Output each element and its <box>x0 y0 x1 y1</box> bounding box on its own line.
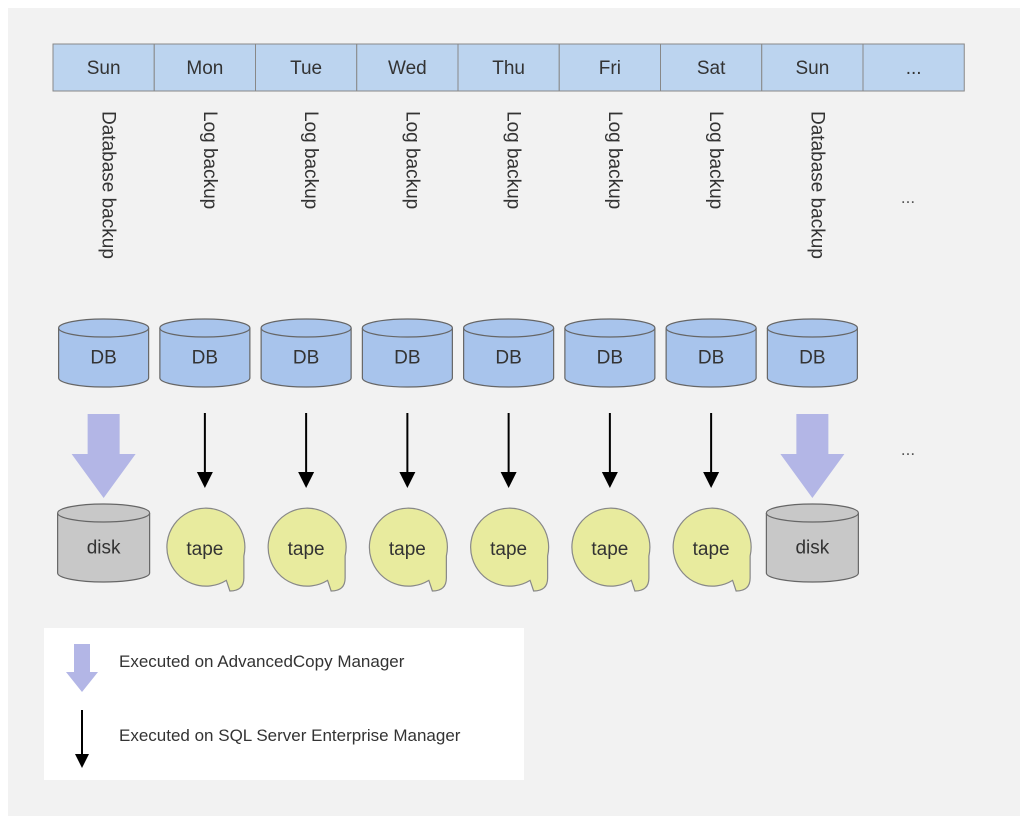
sql-server-arrow-head <box>399 472 416 488</box>
db-cylinder-label: DB <box>495 348 521 369</box>
backup-type-label: Database backup <box>806 111 827 259</box>
db-cylinder-body <box>564 328 656 388</box>
day-header-label: Wed <box>388 58 427 79</box>
sql-server-arrow-head <box>196 472 213 488</box>
tape-shape <box>368 507 448 592</box>
day-header-cell <box>660 43 763 92</box>
db-cylinder-top <box>564 318 656 338</box>
tape-shape <box>571 507 651 592</box>
disk-cylinder-body <box>57 513 151 583</box>
tape-label: tape <box>389 539 426 560</box>
sql-server-arrow-head <box>298 472 315 488</box>
tape-shape <box>166 507 246 592</box>
legend-sql-label: Executed on SQL Server Enterprise Manage… <box>119 726 461 745</box>
db-cylinder-label: DB <box>293 348 319 369</box>
db-cylinder-body <box>766 328 858 388</box>
legend: Executed on AdvancedCopy Manager Execute… <box>44 628 524 780</box>
backup-type-label: Log backup <box>503 111 524 209</box>
advancedcopy-arrow <box>71 414 136 498</box>
db-cylinder-body <box>260 328 352 388</box>
day-header-cell <box>52 43 155 92</box>
db-cylinder-top <box>766 318 858 338</box>
tape-label: tape <box>288 539 325 560</box>
db-cylinder-top <box>665 318 757 338</box>
db-cylinder-label: DB <box>394 348 420 369</box>
day-header-label: Mon <box>186 58 223 79</box>
day-header-label: Sun <box>795 58 829 79</box>
continuation-marker: ... <box>901 440 915 459</box>
db-cylinder-label: DB <box>192 348 218 369</box>
advancedcopy-arrow <box>780 414 845 498</box>
backup-type-label: Log backup <box>401 111 422 209</box>
db-cylinder-body <box>463 328 555 388</box>
sql-server-arrow-head <box>500 472 517 488</box>
db-cylinder-label: DB <box>698 348 724 369</box>
backup-type-label: Database backup <box>98 111 119 259</box>
tape-label: tape <box>693 539 730 560</box>
sql-server-arrow-head <box>703 472 720 488</box>
disk-cylinder-top <box>765 503 859 523</box>
backup-type-label: Log backup <box>199 111 220 209</box>
continuation-marker: ... <box>901 188 915 207</box>
tape-label: tape <box>591 539 628 560</box>
day-header-cell <box>153 43 256 92</box>
sql-server-arrow-head <box>601 472 618 488</box>
backup-schedule-diagram: Sun Mon Tue Wed Thu Fri Sat Sun... Database back… <box>8 8 1020 816</box>
db-cylinder-body <box>361 328 453 388</box>
day-header-label: Tue <box>290 58 322 79</box>
db-cylinder-top <box>58 318 150 338</box>
tape-label: tape <box>490 539 527 560</box>
db-cylinder-label: DB <box>597 348 623 369</box>
day-header-cell <box>457 43 560 92</box>
db-cylinder-top <box>260 318 352 338</box>
day-header-label: ... <box>906 58 922 79</box>
db-cylinder-label: DB <box>799 348 825 369</box>
day-header-cell <box>356 43 459 92</box>
disk-cylinder-body <box>765 513 859 583</box>
db-cylinder-top <box>361 318 453 338</box>
disk-cylinder-label: disk <box>87 538 121 559</box>
db-cylinder-top <box>463 318 555 338</box>
tape-shape <box>267 507 347 592</box>
backup-type-label: Log backup <box>604 111 625 209</box>
day-header-cell <box>761 43 864 92</box>
disk-cylinder-top <box>57 503 151 523</box>
day-header-label: Sat <box>697 58 726 79</box>
db-cylinder-body <box>665 328 757 388</box>
db-cylinder-body <box>58 328 150 388</box>
day-header-cell <box>862 43 965 92</box>
legend-acm-label: Executed on AdvancedCopy Manager <box>119 652 405 671</box>
day-header-label: Sun <box>87 58 121 79</box>
disk-cylinder-label: disk <box>795 538 829 559</box>
tape-shape <box>672 507 752 592</box>
day-header-label: Thu <box>492 58 525 79</box>
backup-type-label: Log backup <box>300 111 321 209</box>
db-cylinder-top <box>159 318 251 338</box>
day-header-cell <box>255 43 358 92</box>
tape-shape <box>470 507 550 592</box>
diagram-canvas: Sun Mon Tue Wed Thu Fri Sat Sun... Database back… <box>52 43 965 592</box>
tape-label: tape <box>186 539 223 560</box>
db-cylinder-label: DB <box>90 348 116 369</box>
backup-type-label: Log backup <box>705 111 726 209</box>
sql-arrow-legend-icon <box>75 754 89 768</box>
db-cylinder-body <box>159 328 251 388</box>
day-header-label: Fri <box>599 58 621 79</box>
acm-arrow-legend-icon <box>66 644 98 692</box>
